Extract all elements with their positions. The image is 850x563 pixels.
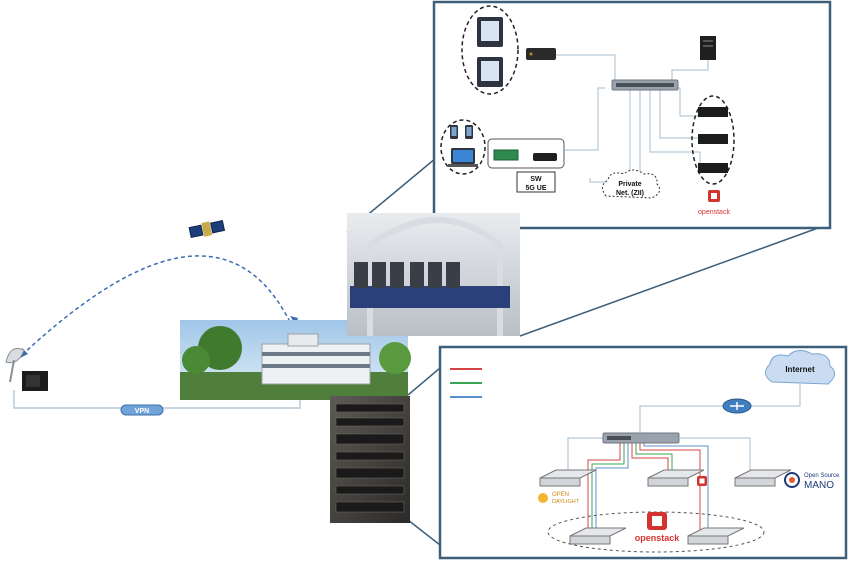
server-icon — [698, 163, 728, 173]
server-icon — [734, 469, 792, 487]
aircraft-network-panel: SW 5G UE Private Net. (ZII) openstack — [432, 0, 832, 230]
svg-text:Open Source: Open Source — [804, 473, 840, 479]
openstack-logo: openstack — [635, 512, 681, 543]
server-rack-photo — [330, 396, 410, 523]
cloud-icon — [765, 350, 835, 385]
svg-text:MANO: MANO — [804, 480, 834, 491]
private-net-label: Private — [618, 181, 641, 188]
server-group-outline — [691, 95, 735, 185]
monitor-icon — [477, 57, 503, 87]
network-switch-icon — [611, 79, 679, 91]
ue-group-outline — [440, 119, 486, 175]
satellite-link-arc — [21, 255, 291, 356]
laptop-icon — [448, 148, 478, 167]
edge-cloud-panel: Internet — [438, 345, 848, 560]
aircraft-cabin-photo — [347, 213, 520, 336]
satellite-dish-icon — [5, 348, 25, 383]
server-icon — [698, 107, 728, 117]
server-icon — [569, 527, 627, 545]
svg-text:openstack: openstack — [698, 209, 730, 216]
opendaylight-logo: OPEN DAYLIGHT — [538, 492, 580, 505]
cloud-icon — [602, 169, 661, 199]
osm-mano-logo: Open Source MANO — [784, 472, 840, 491]
sw-label: SW — [530, 176, 542, 183]
ground-station-terminal-icon — [22, 371, 48, 391]
svg-text:openstack: openstack — [635, 533, 681, 543]
vpn-tunnel — [120, 404, 164, 416]
server-icon — [687, 527, 745, 545]
internet-label: Internet — [785, 365, 815, 374]
openstack-logo — [697, 476, 707, 486]
monitor-icon — [477, 17, 503, 47]
smartphone-icon — [465, 125, 473, 139]
modem-board-icon — [493, 149, 519, 161]
svg-text:DAYLIGHT: DAYLIGHT — [552, 499, 580, 505]
smartphone-icon — [450, 125, 458, 139]
media-box-icon — [526, 48, 556, 60]
bottom-panel-links — [567, 384, 801, 470]
monitor-group-outline — [461, 5, 519, 95]
network-switch-icon — [602, 432, 680, 444]
router-icon — [722, 398, 752, 414]
vpn-label: VPN — [135, 408, 149, 415]
server-icon — [539, 469, 597, 487]
colored-links — [587, 442, 709, 530]
private-net-sublabel: Net. (ZII) — [616, 190, 644, 197]
satellite-icon — [188, 220, 226, 239]
svg-text:OPEN: OPEN — [552, 492, 569, 498]
server-icon — [698, 134, 728, 144]
openstack-logo: openstack — [698, 190, 730, 216]
ue-label: 5G UE — [525, 185, 546, 192]
sdr-device-icon — [533, 153, 557, 161]
server-icon — [647, 469, 705, 487]
server-icon — [700, 36, 716, 60]
